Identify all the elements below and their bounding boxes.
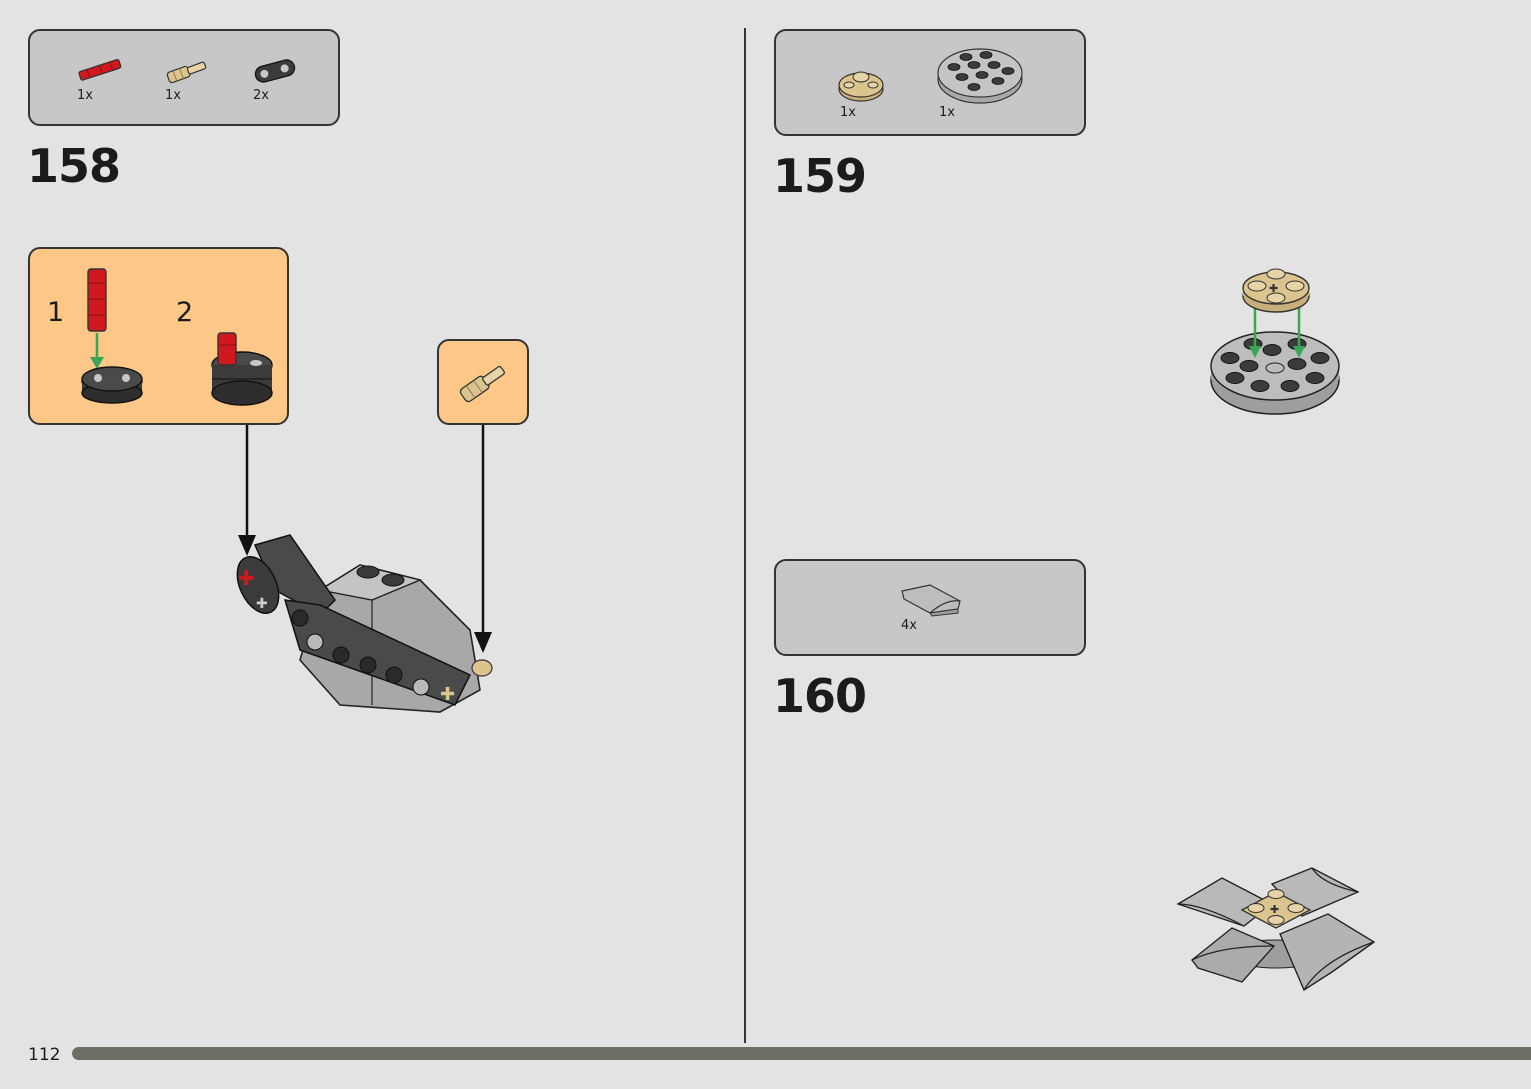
part-qty-158-2: 1x xyxy=(165,88,181,103)
black-beam-icon xyxy=(254,59,296,83)
tan-round-plate-icon xyxy=(838,71,884,102)
tan-axle-pin-icon xyxy=(166,61,207,84)
part-qty-159-1: 1x xyxy=(840,105,856,120)
red-axle-pin-icon xyxy=(78,58,122,81)
part-qty-158-3: 2x xyxy=(253,88,269,103)
progress-bar xyxy=(72,1047,1531,1060)
svg-text:✚: ✚ xyxy=(1269,282,1278,295)
tan-axle-pin-callout-icon xyxy=(459,365,505,403)
substep-number-1: 1 xyxy=(47,297,65,328)
svg-text:✚: ✚ xyxy=(440,684,455,705)
gray-round-plate-icon xyxy=(937,48,1023,104)
substep-1-illustration xyxy=(81,268,143,404)
step-number-160: 160 xyxy=(773,669,867,723)
substep-number-2: 2 xyxy=(176,297,194,328)
part-qty-158-1: 1x xyxy=(77,88,93,103)
substep-callout: 1 2 xyxy=(28,247,289,425)
svg-text:✚: ✚ xyxy=(256,596,268,612)
tan-pin-callout xyxy=(437,339,529,425)
gray-curved-slope-icon xyxy=(901,584,961,617)
progress-fill xyxy=(72,1047,1531,1060)
parts-list-159: 1x 1x xyxy=(774,29,1086,136)
substep-2-illustration xyxy=(211,332,273,406)
page-divider xyxy=(744,28,746,1043)
svg-text:✚: ✚ xyxy=(238,566,255,590)
part-qty-159-2: 1x xyxy=(939,105,955,120)
svg-text:✚: ✚ xyxy=(1270,903,1279,916)
parts-list-158: 1x 1x 2x xyxy=(28,29,340,126)
page-number: 112 xyxy=(28,1045,61,1065)
step-158-illustration: ✚ ✚ ✚ xyxy=(236,425,493,713)
step-160-illustration: ✚ xyxy=(1176,867,1376,992)
step-159-illustration: ✚ xyxy=(1210,268,1340,415)
step-number-158: 158 xyxy=(27,139,121,193)
step-number-159: 159 xyxy=(773,149,867,203)
parts-list-160: 4x xyxy=(774,559,1086,656)
part-qty-160-1: 4x xyxy=(901,618,917,633)
